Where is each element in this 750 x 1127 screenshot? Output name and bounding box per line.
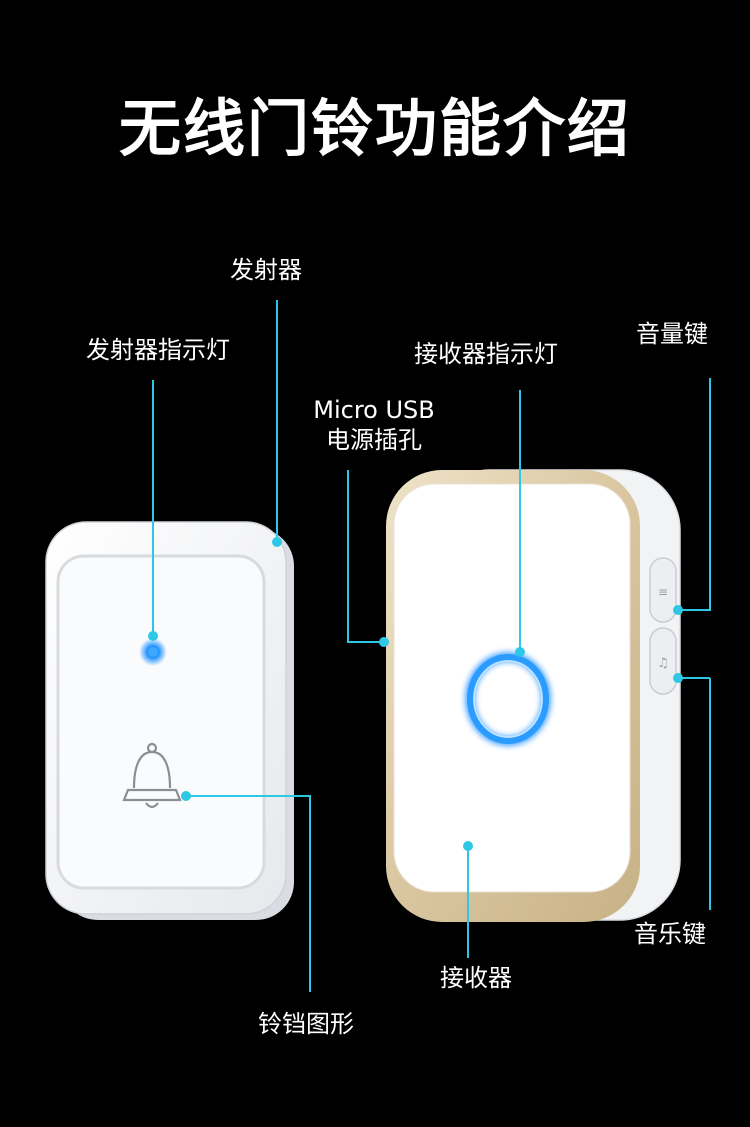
transmitter-device: [45, 521, 294, 920]
label-transmitter-led: 发射器指示灯: [86, 336, 230, 364]
svg-text:♫: ♫: [657, 656, 669, 671]
label-receiver: 接收器: [440, 964, 512, 992]
label-volume-key: 音量键: [636, 320, 708, 348]
label-usb-line1: Micro USB: [313, 396, 435, 424]
callout-lines: [152, 300, 711, 992]
label-music-key: 音乐键: [634, 920, 706, 948]
label-receiver-led: 接收器指示灯: [414, 340, 558, 368]
music-button[interactable]: [649, 627, 677, 695]
label-bell-graphic: 铃铛图形: [258, 1010, 354, 1038]
volume-button[interactable]: [649, 557, 677, 623]
label-transmitter: 发射器: [230, 256, 302, 284]
receiver-device: ≡ ♫: [386, 469, 681, 922]
label-usb-line2: 电源插孔: [326, 426, 422, 454]
svg-text:≡: ≡: [658, 585, 668, 599]
page-title: 无线门铃功能介绍: [118, 92, 631, 165]
receiver-led-ring-icon: [467, 654, 549, 744]
bell-icon: [122, 742, 182, 809]
callout-dots: [148, 537, 683, 851]
